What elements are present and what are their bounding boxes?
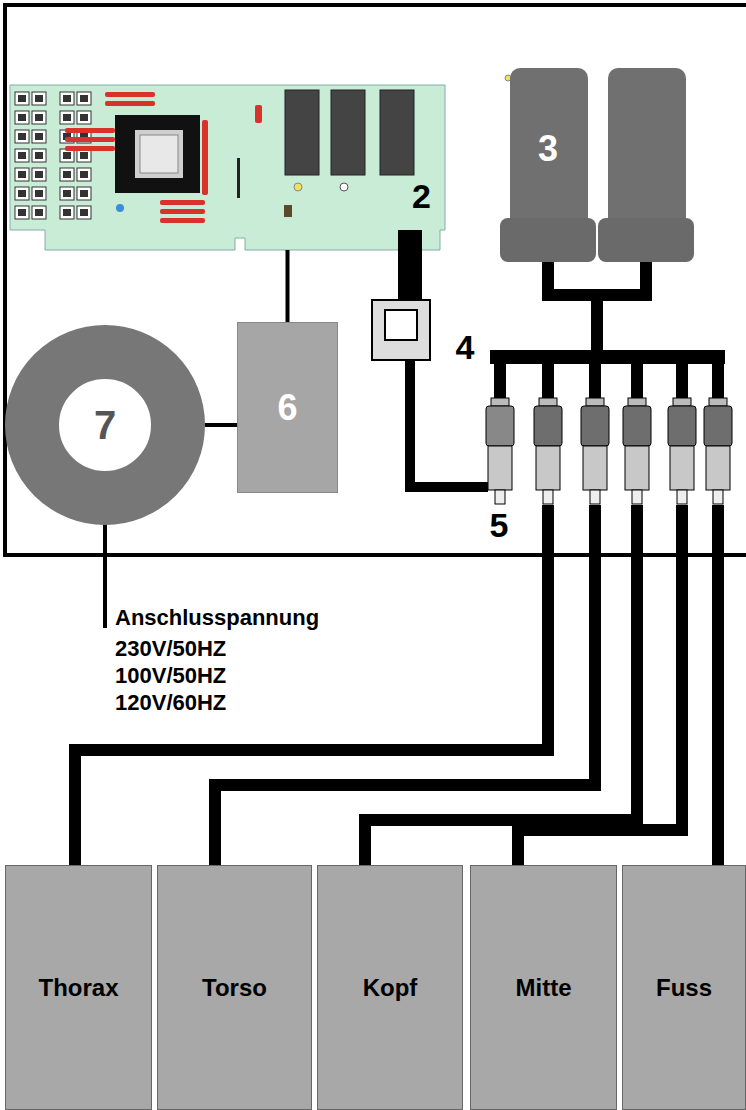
housing (5, 5, 746, 555)
zone-label: Kopf (363, 974, 418, 1002)
cable-plug (372, 300, 430, 360)
supply-voltage: 100V/50HZ (115, 663, 315, 689)
cable (398, 230, 422, 300)
chip-die (135, 130, 183, 178)
zone-box: Mitte (470, 865, 617, 1110)
pcb-card (10, 85, 445, 250)
zone-box: Torso (157, 865, 312, 1110)
pcb-card: 2 (10, 85, 445, 250)
zone-label: Torso (202, 974, 267, 1002)
red-jumpers (65, 92, 262, 223)
manifold (490, 350, 725, 364)
callout-number: 3 (500, 128, 596, 170)
supply-voltage: Anschlusspannung (115, 605, 375, 631)
supply-voltage: 120V/60HZ (115, 690, 315, 716)
pcb-pins (15, 92, 91, 219)
capacitor (116, 204, 124, 212)
wire (286, 250, 290, 322)
zone-label: Fuss (656, 974, 712, 1002)
zone-label: Mitte (516, 974, 572, 1002)
cylinders (500, 68, 694, 262)
sensor-cables (75, 505, 718, 867)
manifold-branches (486, 360, 732, 504)
callout-number: 5 (484, 506, 514, 545)
processor-chip (115, 115, 200, 193)
toroid-transformer: 7 (5, 325, 205, 525)
zone-box: Fuss (622, 865, 746, 1110)
supply-voltage: 230V/50HZ (115, 636, 315, 662)
power-supply-box: 6 (237, 322, 338, 493)
callout-number: 6 (277, 387, 297, 429)
led (294, 183, 302, 191)
capacitor (284, 205, 292, 217)
zone-box: Kopf (317, 865, 463, 1110)
pipe (548, 262, 646, 355)
toroid-transformer (32, 352, 178, 498)
callout-number: 7 (94, 403, 116, 448)
pin-header (237, 158, 240, 198)
callout-number: 4 (450, 328, 480, 367)
callout-number: 2 (412, 177, 431, 216)
cable (410, 360, 488, 487)
zone-label: Thorax (38, 974, 118, 1002)
chip-die (140, 135, 178, 173)
hole (340, 183, 348, 191)
cable-plug (385, 310, 417, 340)
wire (205, 423, 237, 427)
zone-box: Thorax (5, 865, 152, 1110)
dip-chips (285, 90, 414, 175)
power-line (103, 520, 107, 628)
